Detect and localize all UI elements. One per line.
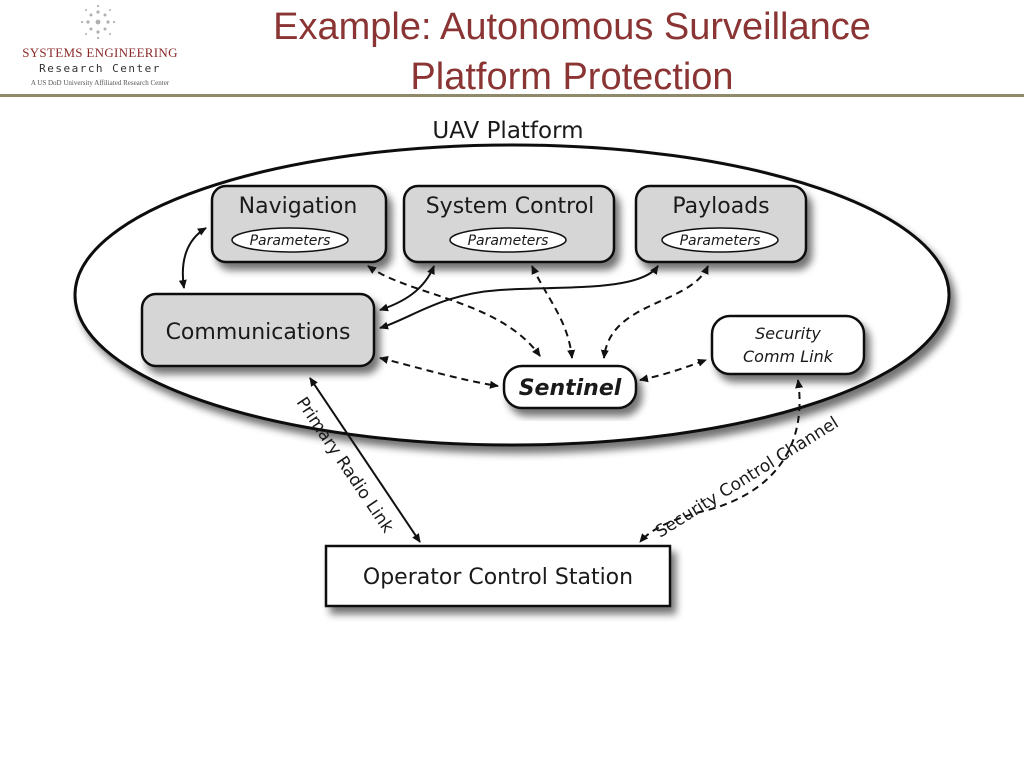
slide-title: Example: Autonomous Surveillance Platfor… <box>200 2 944 102</box>
navigation-parameters: Parameters <box>250 233 331 249</box>
payloads-parameters: Parameters <box>680 233 761 249</box>
security-comm-link-line2: Comm Link <box>743 347 834 366</box>
security-comm-link-line1: Security <box>755 324 821 343</box>
operator-control-station-title: Operator Control Station <box>363 565 633 590</box>
sentinel-title: Sentinel <box>519 376 622 401</box>
arrow-comm-sentinel <box>379 356 499 389</box>
system-control-parameters: Parameters <box>468 233 549 249</box>
arrow-payloads-sentinel <box>600 265 709 359</box>
system-control-title: System Control <box>426 194 595 219</box>
logo-org-line1: SYSTEMS ENGINEERING <box>22 45 178 60</box>
serc-logo: SYSTEMS ENGINEERING Research Center A US… <box>0 0 200 92</box>
uav-platform-label: UAV Platform <box>432 118 583 144</box>
security-control-channel-arrow <box>639 379 804 543</box>
security-comm-link-box <box>710 314 866 376</box>
arrow-sysctrl-sentinel <box>531 265 576 359</box>
logo-org-line2: Research Center <box>39 62 161 75</box>
system-control-parameters-oval <box>449 227 567 253</box>
slide-title-line1: Example: Autonomous Surveillance <box>273 6 871 48</box>
operator-control-station-box <box>324 544 672 608</box>
starburst-icon <box>80 4 116 40</box>
logo-org-line3: A US DoD University Affiliated Research … <box>30 79 170 87</box>
communications-title: Communications <box>166 320 351 345</box>
navigation-title: Navigation <box>239 194 358 219</box>
arrow-nav-comm <box>178 227 207 289</box>
payloads-parameters-oval <box>661 227 779 253</box>
sentinel-box <box>502 364 638 410</box>
header-divider <box>0 94 1024 97</box>
slide-title-line2: Platform Protection <box>410 56 734 98</box>
navigation-parameters-oval <box>231 227 349 253</box>
primary-radio-link-arrow <box>309 377 421 543</box>
payloads-title: Payloads <box>672 194 769 219</box>
arrow-sentinel-securitylink <box>639 358 707 383</box>
arrow-nav-sentinel <box>367 265 541 357</box>
